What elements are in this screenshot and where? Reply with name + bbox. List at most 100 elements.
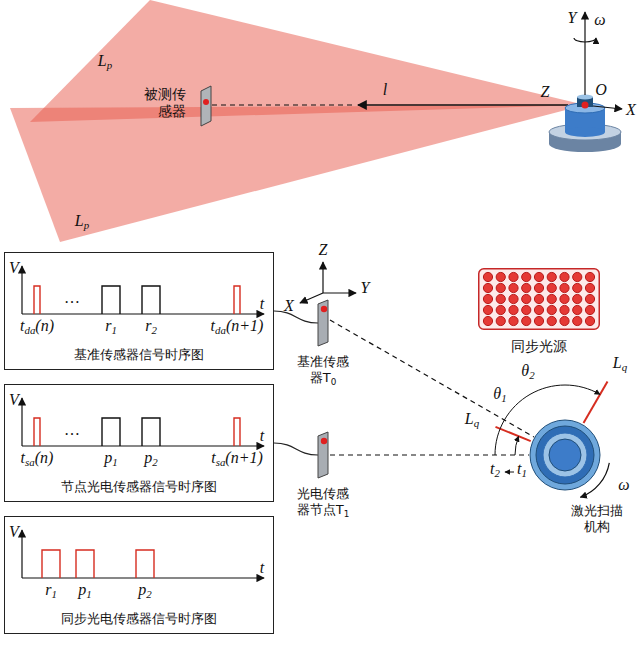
signal-pulse — [34, 286, 240, 578]
beam-label: Lp — [75, 213, 89, 231]
pulse-label: p2 — [144, 450, 157, 468]
timing-diagram-box: 节点光电传感器信号时序图 — [4, 384, 274, 502]
text-part: (n) — [35, 317, 54, 334]
laser-beam-fan — [10, 0, 585, 242]
signal-pulse — [136, 550, 154, 578]
reference-sensor: 基准传感器T0 — [318, 300, 328, 346]
distance-line — [212, 105, 568, 106]
led-dot — [573, 316, 582, 325]
text-part: t — [211, 449, 215, 466]
distance-line — [212, 104, 352, 105]
laser-plane-line — [584, 381, 608, 423]
origin-dot — [582, 102, 589, 109]
scanner-outline — [529, 419, 601, 491]
led-dot — [534, 316, 543, 325]
text-part: p — [84, 219, 89, 231]
led-dot — [560, 305, 569, 314]
distance-line — [358, 104, 568, 105]
sensor-label: 光电传感器节点T1 — [294, 486, 352, 519]
time-label: tsa(n) — [21, 450, 54, 468]
scanner-label: 激光扫描机构 — [569, 503, 625, 534]
timing-caption: 节点光电传感器信号时序图 — [61, 479, 217, 495]
text-part: q — [622, 361, 627, 373]
axis-label: V — [9, 392, 19, 408]
scanner-ring — [536, 426, 594, 484]
pulse-label: p1 — [78, 582, 91, 600]
text-part: 1 — [86, 588, 91, 600]
led-dot — [547, 305, 556, 314]
coordinate-axis — [300, 293, 323, 303]
coordinate-axis — [593, 106, 622, 109]
sensor-body — [318, 432, 328, 478]
led-dot — [560, 316, 569, 325]
scan-beam-line — [330, 454, 529, 455]
laser-plane-label: Lq — [613, 355, 627, 373]
signal-pulse — [142, 418, 160, 446]
time-label: tda(n+1) — [211, 318, 264, 336]
signal-pulse — [102, 286, 120, 314]
signal-axis — [21, 266, 22, 314]
angle-label: θ1 — [493, 386, 506, 404]
sensor-label: 被测传感器 — [142, 86, 186, 120]
text-part: L — [75, 212, 84, 229]
coordinate-axis — [584, 12, 585, 95]
text-part: t — [211, 317, 215, 334]
text-part: 1 — [344, 508, 350, 518]
text-part: θ — [493, 385, 501, 402]
ellipsis: … — [64, 422, 80, 438]
text-part: 1 — [111, 324, 116, 336]
text-part: p — [104, 449, 112, 466]
text-part: 1 — [51, 588, 56, 600]
signal-axis — [22, 577, 264, 578]
text-part: t — [490, 460, 494, 477]
origin-dot — [582, 102, 589, 109]
timing-caption: 同步光电传感器信号时序图 — [61, 611, 217, 627]
timing-diagram-box: 基准传感器信号时序图 — [4, 252, 274, 370]
timing-diagram-box: 同步光电传感器信号时序图 — [4, 516, 274, 634]
sensor-outline — [318, 432, 328, 478]
signal-axis — [21, 530, 22, 578]
text-part: 1 — [522, 467, 527, 479]
coordinate-axis — [300, 262, 356, 303]
text-part: p — [107, 59, 112, 71]
text-part: L — [98, 52, 107, 69]
led-dot — [483, 294, 492, 303]
text-part: t — [20, 317, 24, 334]
text-part: 2 — [529, 369, 534, 381]
led-dot — [534, 272, 543, 281]
text-part: 0 — [331, 376, 337, 386]
led-dot — [522, 272, 531, 281]
coordinate-axis — [574, 38, 596, 42]
axis-label: t — [260, 296, 264, 312]
led-dot — [509, 294, 518, 303]
text-part: 2 — [151, 324, 156, 336]
led-dot — [509, 305, 518, 314]
laser-beam-fan — [10, 105, 585, 242]
led-dot — [496, 316, 505, 325]
pulse-label: r1 — [45, 582, 57, 600]
led-dot — [496, 305, 505, 314]
panel-body — [479, 269, 600, 330]
led-dot — [585, 305, 594, 314]
axis-label: V — [9, 524, 19, 540]
text-part: 2 — [152, 456, 157, 468]
led-dot — [483, 283, 492, 292]
scanner-ring — [549, 439, 581, 471]
text-part: 2 — [495, 467, 500, 479]
axis-label: t — [260, 560, 264, 576]
scanner-ring — [543, 433, 587, 477]
origin-label: O — [595, 82, 607, 98]
panel-outline — [478, 268, 600, 330]
led-dot — [534, 294, 543, 303]
led-dot — [509, 316, 518, 325]
led-dot — [522, 294, 531, 303]
led-dot — [522, 305, 531, 314]
coordinate-axis — [322, 262, 323, 293]
led-dot — [560, 272, 569, 281]
angle-arc — [515, 436, 519, 455]
axis-label: Z — [541, 84, 550, 100]
source-label: 同步光源 — [478, 338, 600, 355]
text-part: (n+1) — [225, 449, 262, 466]
scan-beam-line — [330, 320, 534, 455]
